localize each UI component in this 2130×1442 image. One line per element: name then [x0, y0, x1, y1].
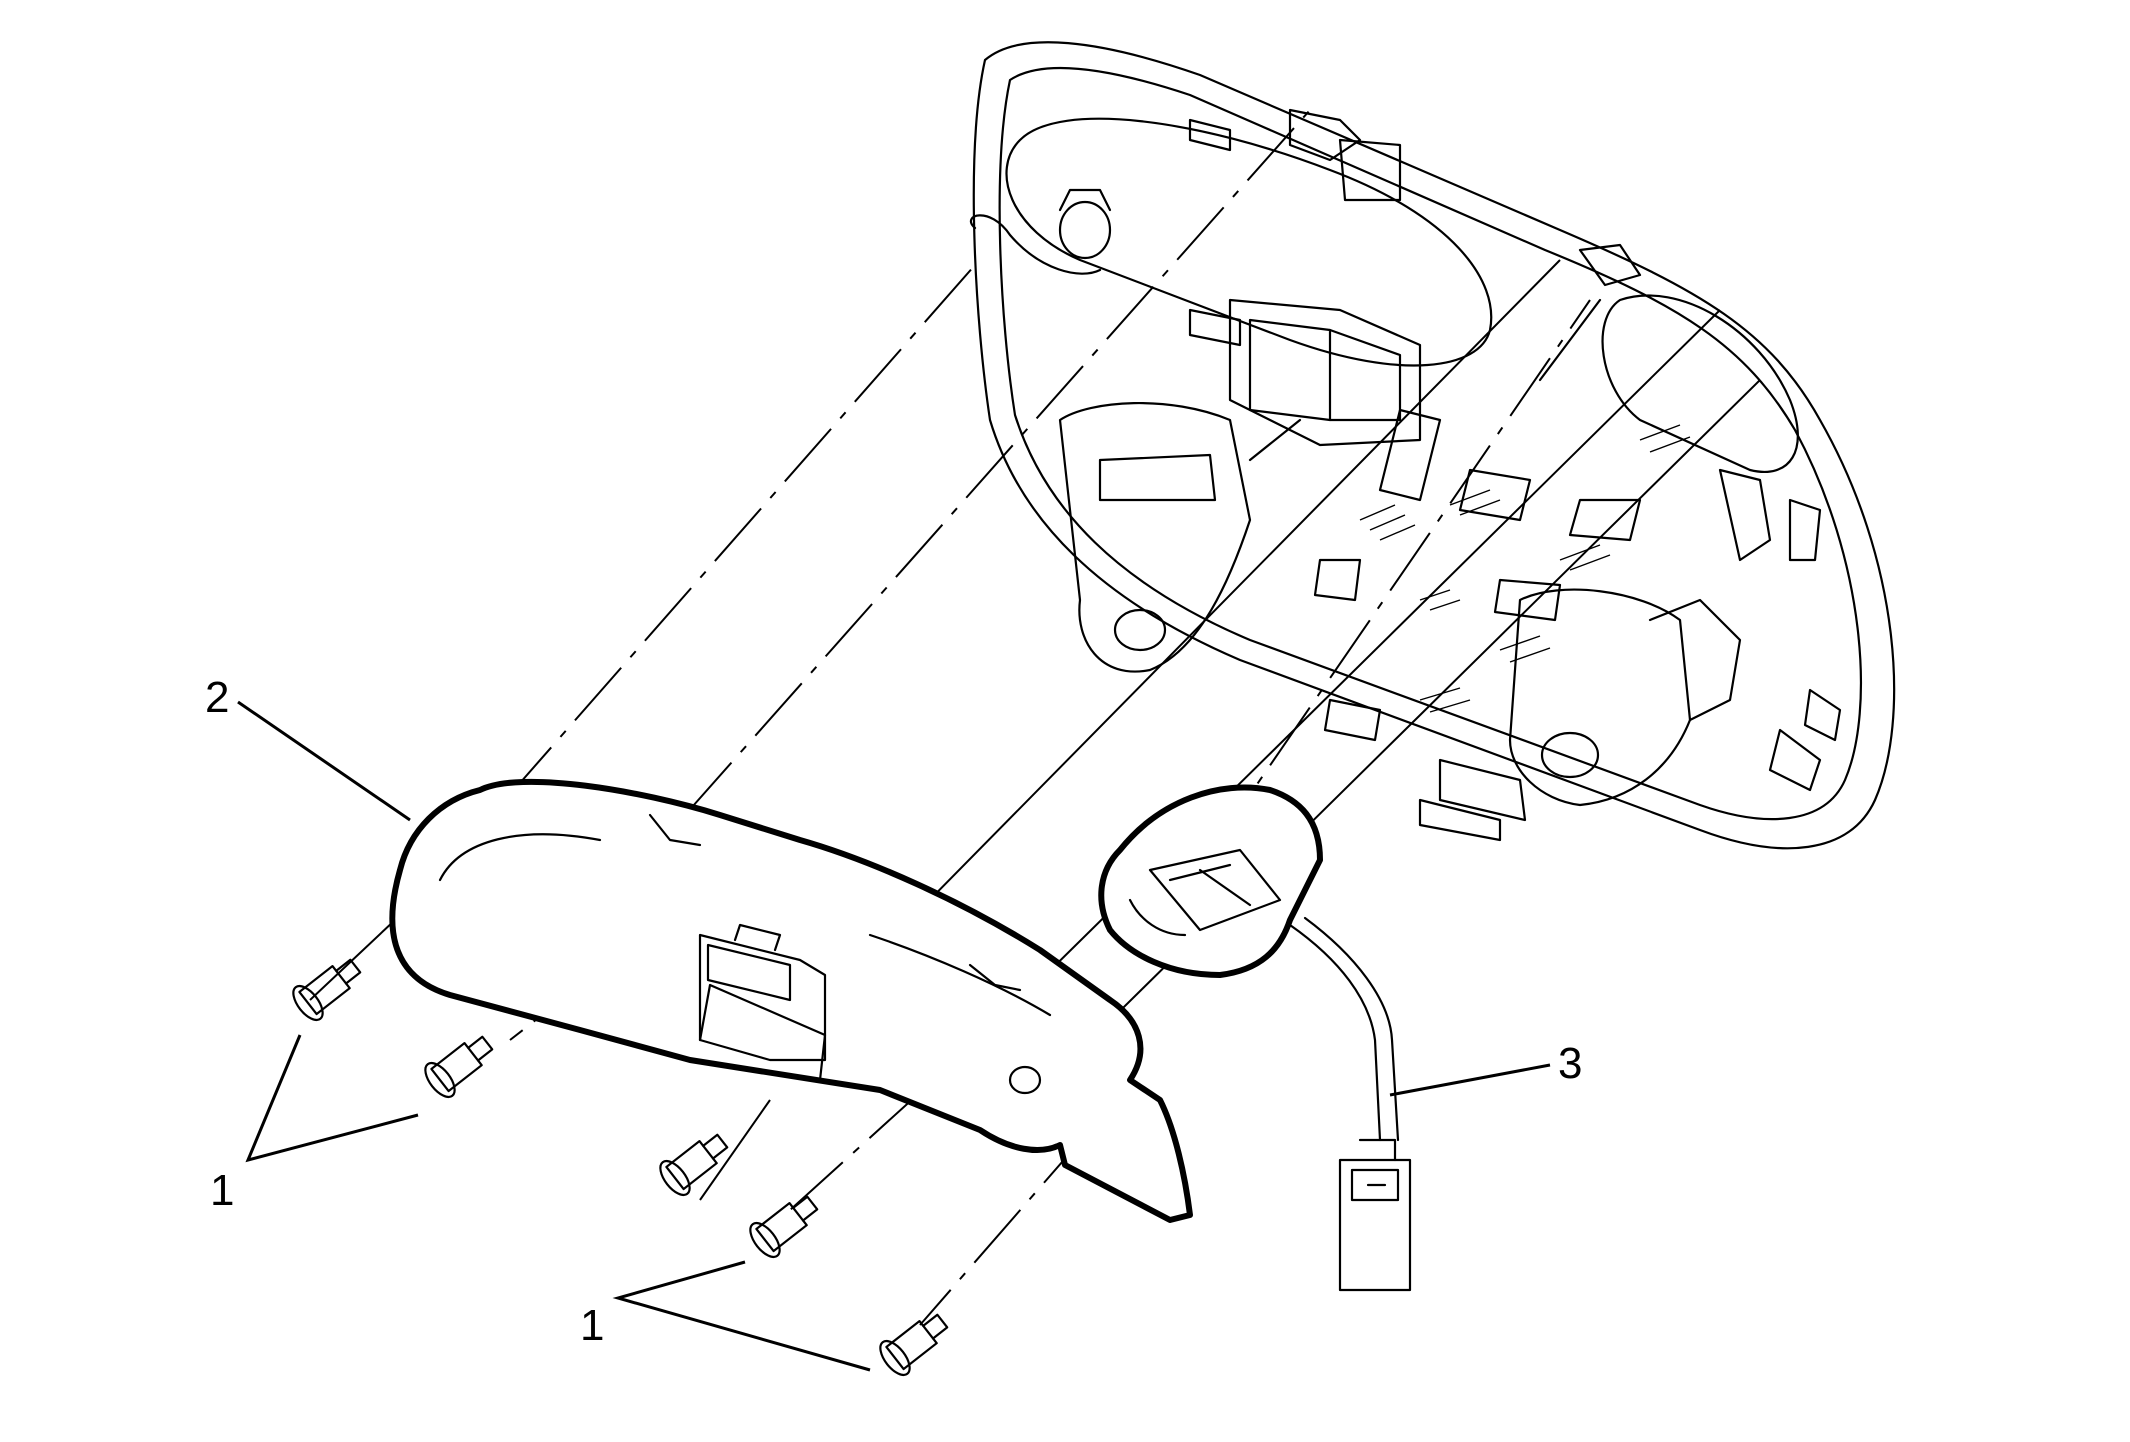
sensor-pigtail-part: [1098, 784, 1412, 1292]
leader-callout-3: [1389, 1063, 1551, 1097]
leader-callout-1b: [612, 1260, 871, 1372]
bracket-connector: [698, 933, 827, 1062]
rear-housing: [969, 41, 1896, 850]
guide-line-1: [504, 264, 976, 801]
callout-1a: 1: [210, 1166, 234, 1215]
screw: [292, 958, 362, 1022]
guide-line-2: [684, 109, 1311, 816]
callout-1b: 1: [580, 1301, 604, 1350]
screws: [292, 958, 949, 1377]
callout-3: 3: [1558, 1039, 1582, 1088]
guide-line-10: [309, 919, 396, 1001]
leader-lines: [237, 700, 1551, 1372]
screw: [424, 1035, 494, 1099]
screw: [749, 1195, 819, 1259]
pigtail-connector: [1338, 1158, 1412, 1292]
leader-callout-2: [237, 700, 411, 822]
callout-2: 2: [205, 673, 229, 722]
screw: [659, 1133, 729, 1197]
screw: [879, 1313, 949, 1377]
guide-line-11: [699, 1099, 771, 1201]
leader-callout-1a: [245, 1034, 419, 1163]
guide-line-3: [899, 259, 1561, 931]
bracket-bezel-part: [389, 778, 1193, 1223]
